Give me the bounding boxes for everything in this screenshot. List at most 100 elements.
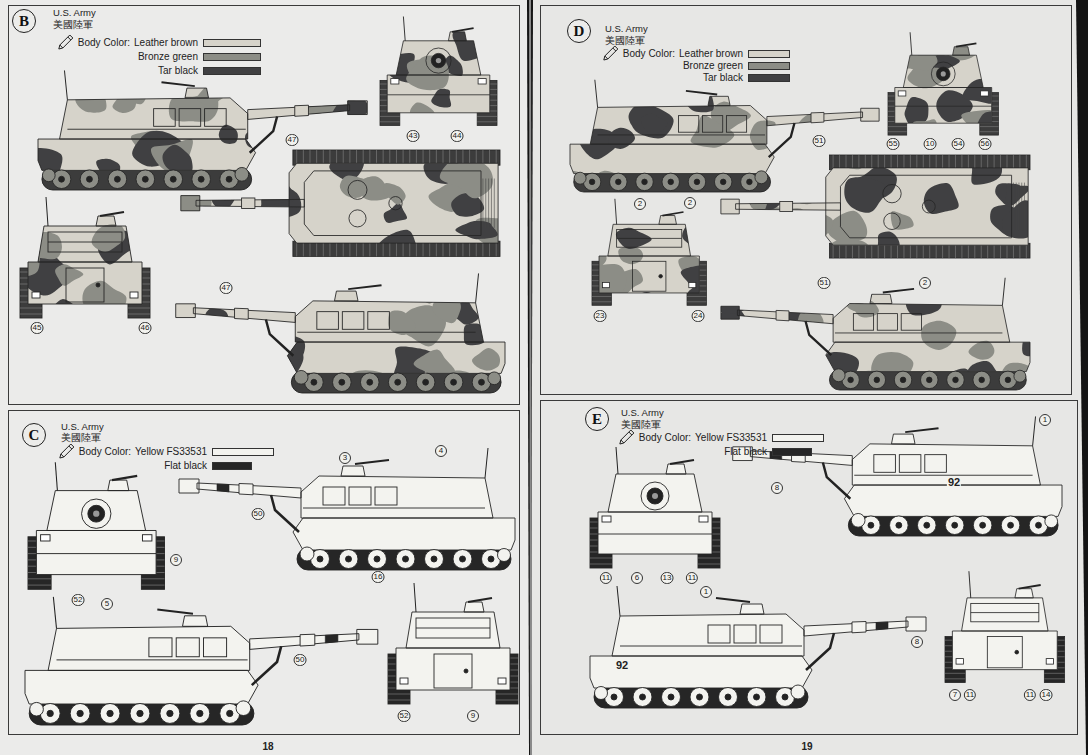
camouflage-blob: [731, 215, 771, 241]
vehicle-part: [368, 312, 390, 330]
vehicle-part: [388, 700, 410, 701]
vehicle-side-view: [590, 586, 926, 708]
vehicle-part: [300, 634, 315, 646]
callout-number: 10: [924, 138, 937, 150]
vehicle-part: [339, 550, 358, 569]
camouflage-blob: [688, 286, 714, 308]
vehicle-side-view: [179, 448, 515, 570]
vehicle-part: [574, 172, 771, 192]
vehicle-part: [901, 314, 921, 331]
vehicle-part: [980, 522, 986, 528]
vehicle-part: [67, 129, 245, 130]
vehicle-top-view: [169, 150, 511, 271]
vehicle-part: [686, 91, 717, 95]
callout-number: 51: [813, 135, 826, 147]
vehicle-part: [971, 603, 1039, 621]
vehicle-part: [698, 558, 720, 559]
legend-text: Bronze green: [138, 51, 198, 63]
vehicle-outline: [833, 304, 1010, 343]
vehicle-part: [953, 377, 959, 383]
callout-number: 1: [1039, 414, 1051, 426]
vehicle-outline: [304, 171, 481, 236]
vehicle-part: [30, 702, 44, 716]
vehicle-part: [883, 289, 914, 293]
vehicle-outline: [598, 512, 712, 554]
vehicle-part: [485, 448, 488, 478]
vehicle-body: [608, 474, 702, 512]
vehicle-part: [77, 710, 83, 716]
pencil-icon: [604, 46, 618, 60]
vehicle-part: [829, 370, 1026, 390]
legend-item: Bronze green: [683, 60, 790, 72]
legend-item: Tar black: [703, 72, 790, 84]
vehicle-part: [602, 516, 611, 522]
vehicle-part: [64, 70, 67, 99]
vehicle-outline: [708, 96, 730, 105]
pencil-icon: [620, 430, 634, 444]
vehicle-part: [595, 687, 608, 700]
vehicle-part: [423, 379, 429, 385]
vehicle-part: [702, 116, 722, 133]
vehicle-outline: [721, 199, 739, 214]
vehicle-part: [137, 710, 143, 716]
vehicle-part: [874, 377, 880, 383]
camouflage-blob: [965, 361, 1002, 392]
vehicle-body: [341, 466, 365, 476]
vehicle-part: [806, 321, 832, 355]
vehicle-part: [57, 659, 248, 660]
camouflage-pattern: [169, 150, 511, 271]
vehicle-body: [906, 617, 926, 631]
legend-item: Flat black: [724, 446, 812, 458]
vehicle-part: [88, 505, 105, 522]
vehicle-part: [360, 373, 379, 392]
scheme-letter-circle: D: [567, 19, 591, 43]
vehicle-outline: [721, 306, 739, 319]
vehicle-part: [28, 578, 51, 579]
color-swatch: [203, 67, 261, 75]
vehicle-part: [884, 213, 901, 230]
vehicle-part: [32, 292, 40, 298]
vehicle-part: [1044, 673, 1064, 674]
vehicle-part: [416, 373, 435, 392]
vehicle-part: [910, 32, 912, 55]
camouflage-pattern: [706, 141, 1045, 276]
vehicle-part: [55, 462, 57, 490]
vehicle-outline: [406, 612, 500, 648]
camouflage-blob: [599, 64, 634, 92]
vehicle-part: [179, 109, 201, 127]
camouflage-blob: [310, 117, 357, 148]
vehicle-part: [389, 197, 402, 210]
vehicle-part: [945, 673, 965, 674]
vehicle-part: [317, 312, 339, 330]
camouflage-blob: [848, 284, 872, 304]
callout-number: 45: [31, 322, 44, 334]
vehicle-number: 92: [615, 659, 629, 671]
vehicle-part: [969, 571, 971, 598]
vehicle-part: [141, 585, 164, 586]
callout-number: 2: [684, 197, 696, 209]
panel-heading: U.S. Army: [621, 407, 664, 418]
vehicle-part: [96, 283, 100, 287]
vehicle-part: [48, 242, 122, 243]
vehicle-part: [947, 371, 964, 388]
vehicle-part: [699, 516, 708, 522]
vehicle-outline: [179, 479, 199, 493]
vehicle-part: [346, 556, 352, 562]
legend-item: Flat black: [164, 460, 252, 472]
vehicle-outline: [1015, 589, 1033, 598]
vehicle-part: [1021, 183, 1022, 231]
vehicle-part: [598, 134, 765, 135]
vehicle-outline: [826, 342, 1030, 371]
vehicle-part: [592, 301, 611, 302]
vehicle-part: [266, 320, 293, 356]
vehicle-outline: [48, 626, 250, 670]
vehicle-part: [468, 598, 492, 602]
vehicle-body: [82, 499, 111, 528]
vehicle-part: [496, 700, 518, 701]
camouflage-blob: [1005, 184, 1030, 203]
pencil-icon: [60, 444, 74, 458]
vehicle-side-view: [704, 269, 1082, 410]
vehicle-part: [141, 578, 164, 579]
vehicle-rear-view: [388, 583, 518, 704]
camouflage-blob: [282, 122, 309, 148]
